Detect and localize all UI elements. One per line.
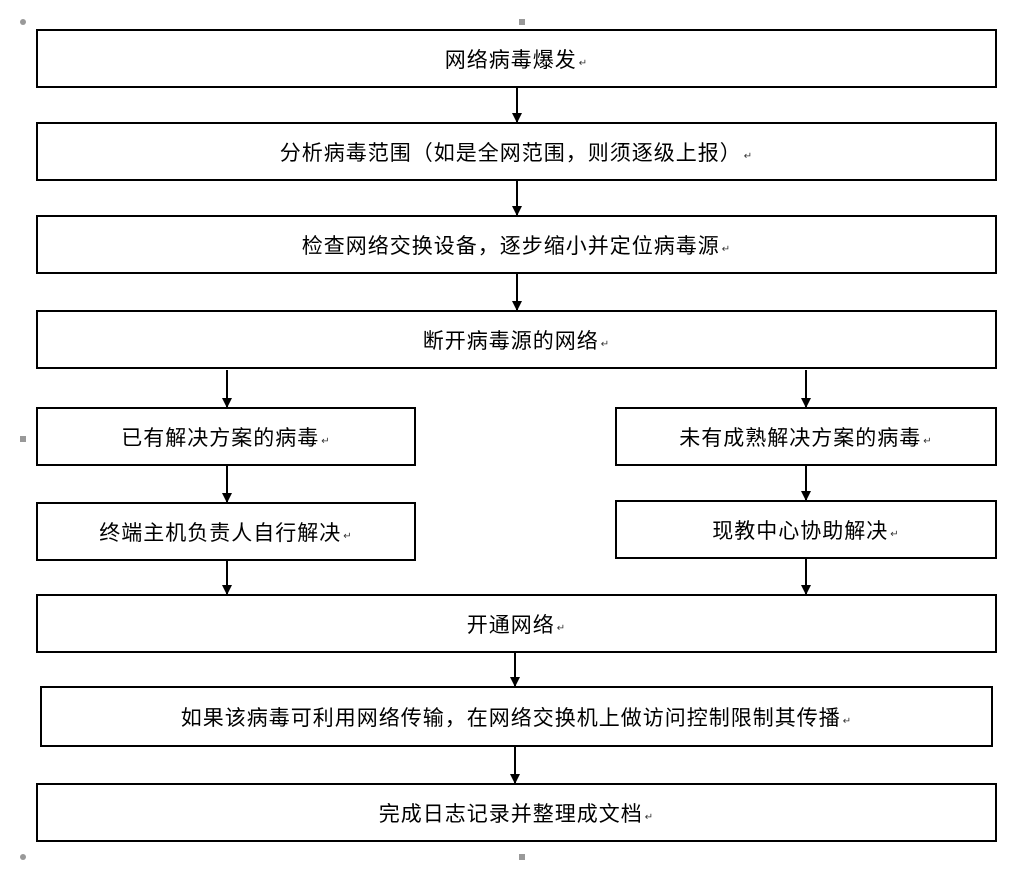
step-label: 如果该病毒可利用网络传输，在网络交换机上做访问控制限制其传播 [180, 705, 841, 730]
step-host-owner-resolve[interactable]: 终端主机负责人自行解决↵ [36, 502, 416, 561]
paragraph-mark-icon: ↵ [600, 339, 611, 350]
selection-handle-bottom-left[interactable] [20, 854, 26, 860]
step-reconnect-network[interactable]: 开通网络↵ [36, 594, 997, 653]
step-inspect-switches[interactable]: 检查网络交换设备，逐步缩小并定位病毒源↵ [36, 215, 997, 274]
step-label: 检查网络交换设备，逐步缩小并定位病毒源 [301, 233, 720, 258]
selection-handle-top-left[interactable] [20, 19, 26, 25]
step-center-assist[interactable]: 现教中心协助解决↵ [615, 500, 997, 559]
paragraph-mark-icon: ↵ [321, 436, 331, 447]
step-log-and-document[interactable]: 完成日志记录并整理成文档↵ [36, 783, 997, 842]
step-known-solution[interactable]: 已有解决方案的病毒↵ [36, 407, 416, 466]
selection-handle-bottom-center[interactable] [519, 854, 525, 860]
paragraph-mark-icon: ↵ [923, 436, 933, 447]
step-label: 现教中心协助解决 [712, 518, 889, 543]
step-no-solution[interactable]: 未有成熟解决方案的病毒↵ [615, 407, 997, 466]
step-access-control[interactable]: 如果该病毒可利用网络传输，在网络交换机上做访问控制限制其传播↵ [40, 686, 993, 747]
step-label: 分析病毒范围（如是全网范围，则须逐级上报） [279, 140, 742, 165]
paragraph-mark-icon: ↵ [644, 812, 655, 823]
step-disconnect-source[interactable]: 断开病毒源的网络↵ [36, 310, 997, 369]
paragraph-mark-icon: ↵ [721, 244, 732, 255]
paragraph-mark-icon: ↵ [578, 58, 589, 69]
selection-handle-top-center[interactable] [519, 19, 525, 25]
step-label: 开通网络 [466, 612, 555, 637]
paragraph-mark-icon: ↵ [842, 716, 853, 727]
step-label: 终端主机负责人自行解决 [99, 520, 342, 545]
step-label: 已有解决方案的病毒 [121, 425, 320, 450]
step-virus-outbreak[interactable]: 网络病毒爆发↵ [36, 29, 997, 88]
selection-handle-middle-left[interactable] [20, 436, 26, 442]
step-label: 断开病毒源的网络 [422, 328, 599, 353]
step-label: 未有成熟解决方案的病毒 [679, 425, 922, 450]
step-analyze-scope[interactable]: 分析病毒范围（如是全网范围，则须逐级上报）↵ [36, 122, 997, 181]
paragraph-mark-icon: ↵ [743, 151, 754, 162]
step-label: 完成日志记录并整理成文档 [378, 801, 643, 826]
paragraph-mark-icon: ↵ [343, 531, 353, 542]
step-label: 网络病毒爆发 [444, 47, 577, 72]
paragraph-mark-icon: ↵ [556, 623, 567, 634]
paragraph-mark-icon: ↵ [890, 529, 900, 540]
